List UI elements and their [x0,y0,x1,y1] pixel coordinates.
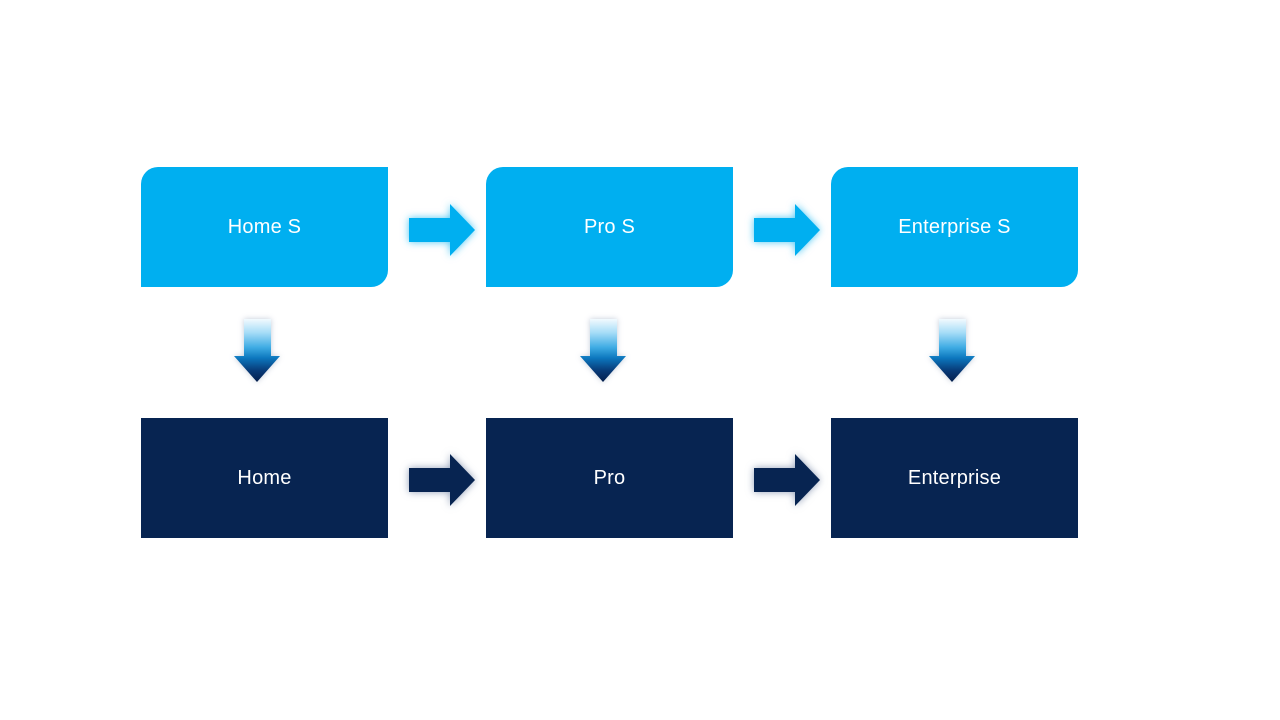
box-home-s: Home S [141,167,388,287]
box-home-label: Home [237,466,292,489]
right-arrow-icon [754,204,820,256]
down-arrow-icon [234,319,280,382]
right-arrow-icon [754,454,820,506]
right-arrow-icon [409,204,475,256]
box-home-s-label: Home S [227,215,302,238]
box-pro-s: Pro S [486,167,733,287]
box-pro-s-label: Pro S [583,215,636,238]
down-arrow-icon [929,319,975,382]
box-home: Home [141,418,388,538]
box-pro: Pro [486,418,733,538]
box-pro-label: Pro [593,466,626,489]
box-enterprise: Enterprise [831,418,1078,538]
down-arrow-icon [580,319,626,382]
box-enterprise-label: Enterprise [907,466,1002,489]
box-enterprise-s: Enterprise S [831,167,1078,287]
right-arrow-icon [409,454,475,506]
box-enterprise-s-label: Enterprise S [898,215,1011,238]
